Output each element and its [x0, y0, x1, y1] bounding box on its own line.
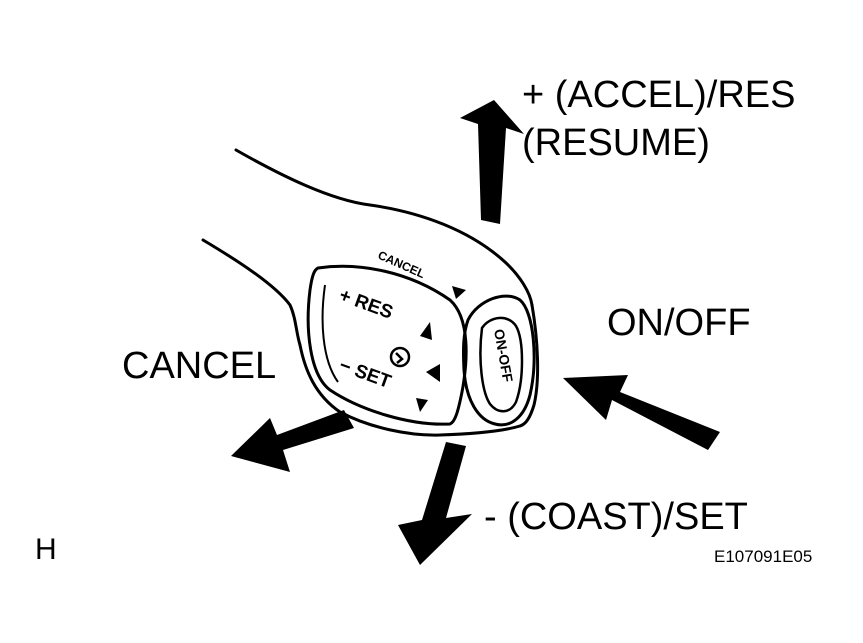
corner-letter: H — [35, 533, 57, 566]
accel-res-arrow — [460, 100, 524, 224]
coast-set-label: - (COAST)/SET — [484, 496, 748, 538]
switch-cancel-arrow — [452, 286, 466, 299]
on-off-button — [479, 316, 524, 413]
switch-face-plate — [306, 264, 468, 426]
cruise-indicator-icon — [389, 346, 411, 368]
switch-res-text: + RES — [336, 285, 395, 324]
cancel-arrow — [231, 410, 354, 472]
on-off-label: ON/OFF — [607, 302, 751, 344]
switch-face-inner-edge — [321, 284, 339, 383]
switch-set-arrow — [416, 398, 428, 412]
on-off-arrow — [563, 375, 720, 450]
lever-stalk — [201, 148, 540, 437]
switch-on-off-text: ON-OFF — [491, 328, 516, 384]
switch-res-arrow — [420, 322, 432, 340]
cancel-label: CANCEL — [122, 345, 277, 387]
figure-id: E107091E05 — [714, 547, 813, 566]
direction-arrows — [231, 100, 720, 565]
on-off-button-housing — [462, 294, 536, 427]
resume-label: (RESUME) — [522, 122, 710, 164]
accel-res-label: + (ACCEL)/RES — [522, 74, 796, 116]
coast-set-arrow — [398, 442, 472, 565]
switch-set-text: − SET — [336, 355, 394, 393]
switch-indicator-arrow — [426, 364, 440, 382]
